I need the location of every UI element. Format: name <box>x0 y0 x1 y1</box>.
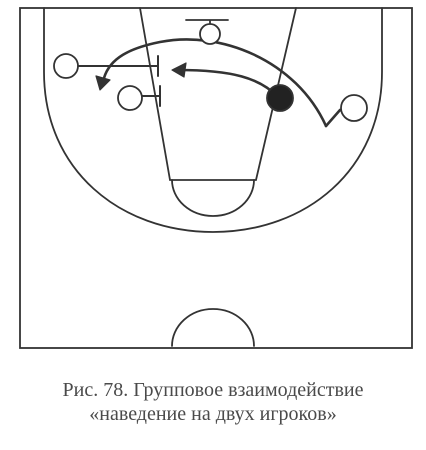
free-throw-circle <box>171 179 255 217</box>
caption-line-1: Рис. 78. Групповое взаимодействие <box>62 379 364 401</box>
player-ball-handler <box>266 84 294 112</box>
basketball-halfcourt-diagram <box>19 7 413 349</box>
cut-path-right-to-left <box>102 38 328 128</box>
player-offense-top-center <box>199 23 221 45</box>
center-circle <box>171 308 255 347</box>
court-boundary <box>19 7 413 349</box>
arrowhead-cut <box>95 75 111 91</box>
player-offense-left-mid <box>117 85 143 111</box>
right-player-path-tail <box>324 108 342 128</box>
three-point-arc <box>43 7 383 233</box>
player-offense-right <box>340 94 368 122</box>
caption-line-2: «наведение на двух игроков» <box>89 403 337 425</box>
figure-caption: Рис. 78. Групповое взаимодействие «навед… <box>0 378 426 426</box>
arrowhead-dribble <box>171 62 187 78</box>
dribble-path <box>176 68 280 99</box>
player-offense-left-top <box>53 53 79 79</box>
